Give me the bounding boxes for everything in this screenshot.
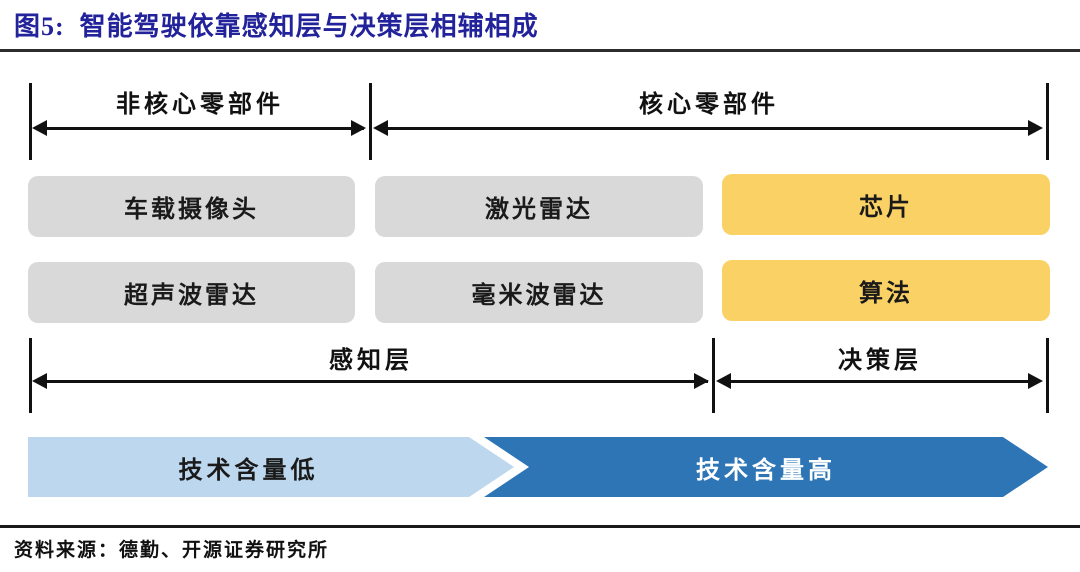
layer-axis-tick-right — [1046, 338, 1049, 413]
box-chip-label: 芯片 — [859, 195, 913, 221]
box-vehicle-camera: 车载摄像头 — [28, 176, 355, 237]
tech-gradient-low-label: 技术含量低 — [178, 457, 319, 484]
layer-axis-tick-left — [29, 338, 32, 413]
box-algorithm: 算法 — [722, 260, 1050, 321]
top-axis-tick-left — [29, 83, 32, 160]
layer-axis-label-perception: 感知层 — [329, 348, 413, 374]
top-axis-label-core: 核心零部件 — [639, 92, 779, 118]
tech-gradient-high-arrow: 技术含量高 — [484, 437, 1048, 497]
box-mmwave-radar: 毫米波雷达 — [375, 262, 703, 323]
layer-left-arrow-line — [36, 380, 708, 383]
footer-divider — [0, 525, 1080, 528]
source-note: 资料来源：德勤、开源证券研究所 — [14, 540, 330, 561]
top-left-arrow-line — [36, 127, 364, 130]
layer-right-arrow-line — [720, 380, 1039, 383]
box-algorithm-label: 算法 — [859, 281, 913, 307]
top-axis-label-noncore: 非核心零部件 — [116, 92, 284, 118]
top-right-arrowhead-left-icon — [373, 120, 388, 136]
title-underline — [0, 49, 1080, 52]
top-left-arrowhead-right-icon — [351, 120, 366, 136]
box-ultrasonic-radar: 超声波雷达 — [28, 262, 355, 323]
box-lidar-label: 激光雷达 — [485, 197, 593, 223]
layer-left-arrowhead-left-icon — [32, 373, 47, 389]
top-right-arrow-line — [377, 127, 1039, 130]
layer-axis-label-decision: 决策层 — [838, 348, 922, 374]
box-chip: 芯片 — [722, 174, 1050, 235]
top-axis-tick-right — [1046, 83, 1049, 160]
layer-axis-tick-middle — [712, 338, 715, 413]
top-left-arrowhead-left-icon — [32, 120, 47, 136]
layer-right-arrowhead-right-icon — [1028, 373, 1043, 389]
tech-gradient-low-arrow: 技术含量低 — [28, 437, 514, 497]
top-axis-tick-middle — [369, 83, 372, 160]
box-vehicle-camera-label: 车载摄像头 — [124, 197, 259, 223]
layer-right-arrowhead-left-icon — [716, 373, 731, 389]
tech-gradient-high-label: 技术含量高 — [696, 457, 836, 484]
layer-left-arrowhead-right-icon — [694, 373, 709, 389]
box-ultrasonic-radar-label: 超声波雷达 — [124, 283, 259, 309]
box-lidar: 激光雷达 — [375, 176, 703, 237]
figure-title: 图5: 智能驾驶依靠感知层与决策层相辅相成 — [14, 12, 539, 41]
top-right-arrowhead-right-icon — [1028, 120, 1043, 136]
box-mmwave-radar-label: 毫米波雷达 — [471, 283, 607, 309]
